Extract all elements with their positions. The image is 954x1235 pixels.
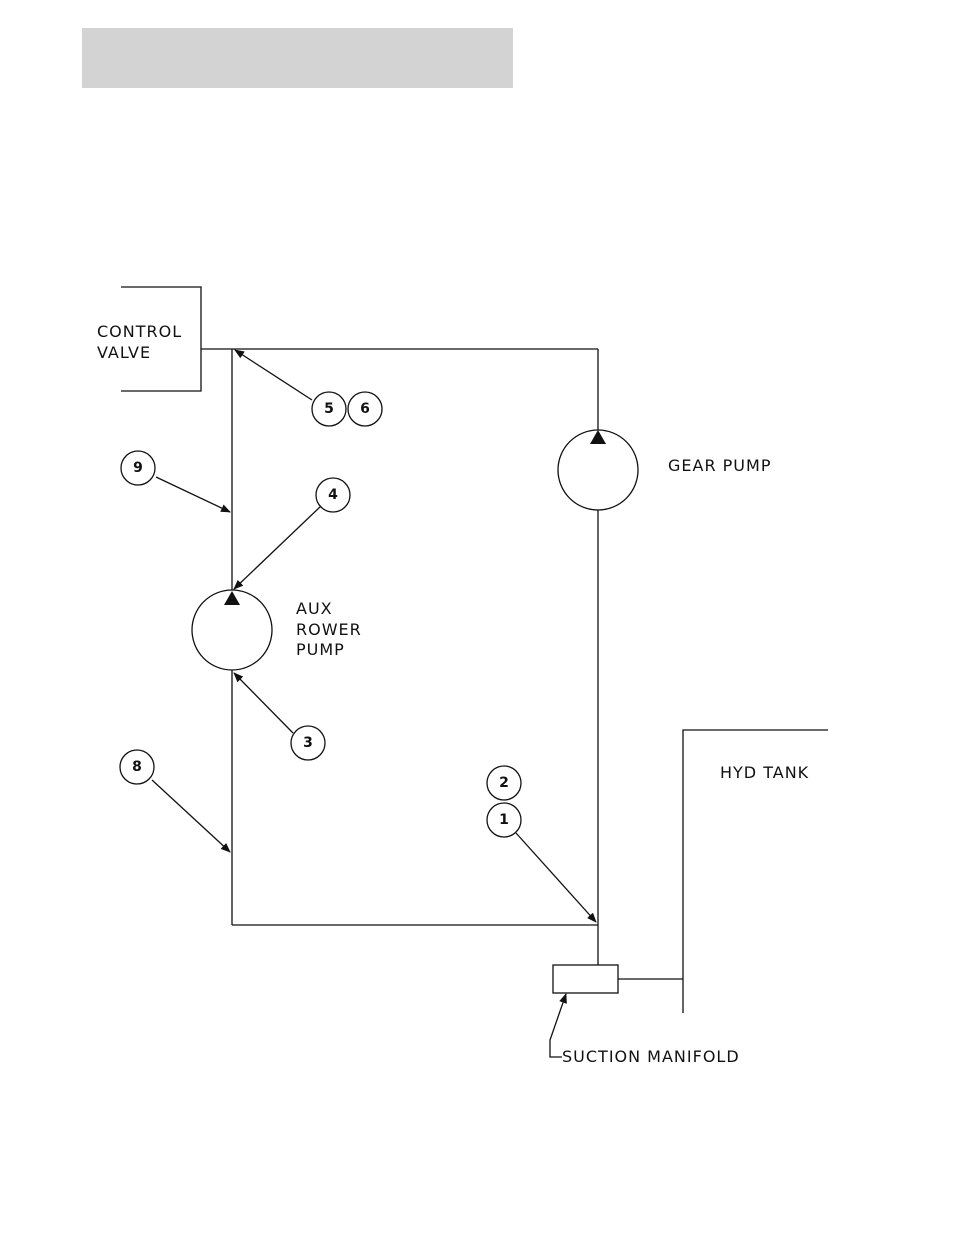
callout-5: 5 <box>312 392 346 426</box>
callout-6: 6 <box>348 392 382 426</box>
leader-9 <box>156 477 230 512</box>
callout-4-text: 4 <box>328 487 338 503</box>
leader-8 <box>152 780 230 852</box>
callout-3: 3 <box>291 726 325 760</box>
callout-2: 2 <box>487 766 521 800</box>
suction-manifold: SUCTION MANIFOLD <box>550 965 740 1066</box>
callout-2-text: 2 <box>499 775 509 791</box>
suction-manifold-box <box>553 965 618 993</box>
aux-pump-label-2: ROWER <box>296 620 362 639</box>
gear-pump: GEAR PUMP <box>558 430 771 510</box>
control-valve: CONTROL VALVE <box>97 287 201 391</box>
callout-5-text: 5 <box>324 401 334 417</box>
callout-4: 4 <box>316 478 350 512</box>
aux-pump-label-3: PUMP <box>296 640 345 659</box>
leader-1 <box>516 833 596 922</box>
suction-manifold-label: SUCTION MANIFOLD <box>562 1047 740 1066</box>
hyd-tank: HYD TANK <box>683 730 828 1013</box>
gear-pump-label: GEAR PUMP <box>668 456 771 475</box>
callout-1-text: 1 <box>499 812 509 828</box>
control-valve-label-2: VALVE <box>97 343 151 362</box>
callout-9: 9 <box>121 451 155 485</box>
control-valve-label-1: CONTROL <box>97 322 182 341</box>
leader-5 <box>235 350 312 400</box>
callout-6-text: 6 <box>360 401 370 417</box>
aux-pump-label-1: AUX <box>296 599 333 618</box>
leader-3 <box>234 673 293 733</box>
aux-pump: AUX ROWER PUMP <box>192 590 362 670</box>
callout-3-text: 3 <box>303 735 313 751</box>
leader-4 <box>234 506 321 589</box>
callout-1: 1 <box>487 803 521 837</box>
hyd-tank-label: HYD TANK <box>720 763 809 782</box>
callout-9-text: 9 <box>133 460 143 476</box>
callout-8-text: 8 <box>132 759 142 775</box>
callout-8: 8 <box>120 750 154 784</box>
